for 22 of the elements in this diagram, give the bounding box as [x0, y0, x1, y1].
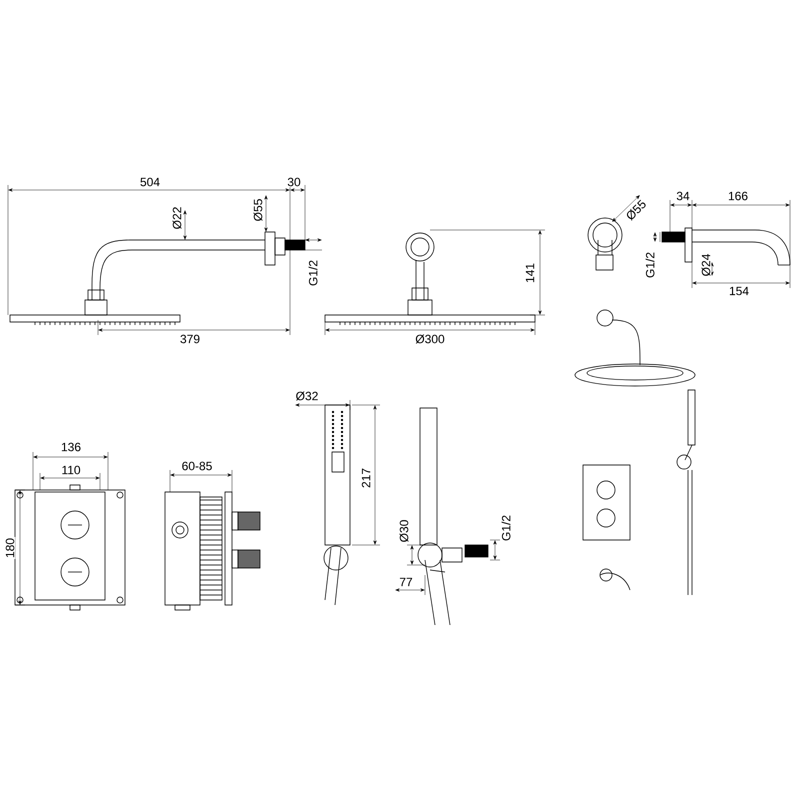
dimension-label: Ø300 [414, 334, 446, 344]
dimension-label: 379 [179, 334, 202, 344]
dimension-label: 110 [60, 464, 82, 476]
dimension-label: 504 [139, 176, 161, 188]
dimension-label: Ø22 [172, 206, 182, 230]
dimension-label: G1/2 [308, 259, 318, 287]
dimension-label: 77 [398, 576, 414, 588]
dimension-label: 136 [60, 442, 82, 452]
dimension-label: 34 [675, 190, 691, 202]
dimension-label: G1/2 [644, 251, 656, 279]
dimension-label: 30 [286, 176, 302, 188]
dimension-label: 141 [524, 262, 536, 284]
dimension-label: 217 [360, 467, 372, 490]
dimension-label: 60-85 [180, 460, 214, 472]
dimension-label: G1/2 [500, 514, 512, 542]
dimension-label: 154 [728, 286, 750, 296]
dimension-label: Ø32 [294, 390, 320, 402]
dimension-label: 180 [4, 537, 16, 560]
dimension-label: Ø30 [398, 518, 410, 544]
dimension-label: Ø24 [700, 252, 712, 278]
dimension-label: 166 [727, 190, 750, 202]
dimension-label: Ø55 [252, 198, 264, 222]
